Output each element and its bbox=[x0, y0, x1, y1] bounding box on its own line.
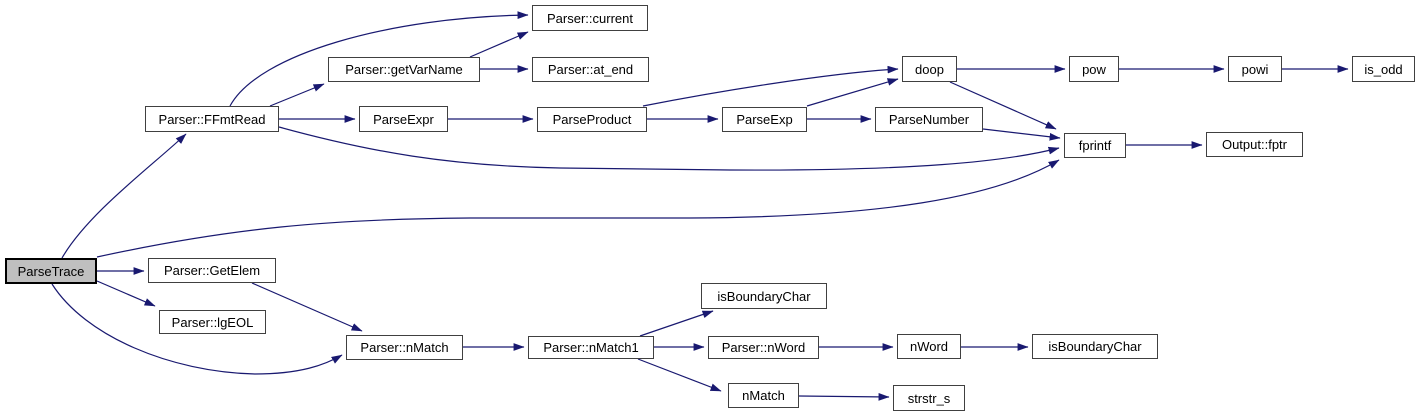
edge-getvarname-current bbox=[469, 31, 529, 58]
node-parsenumber[interactable]: ParseNumber bbox=[875, 107, 983, 132]
node-powi[interactable]: powi bbox=[1228, 56, 1282, 82]
node-parsetrace[interactable]: ParseTrace bbox=[5, 258, 97, 284]
node-doop[interactable]: doop bbox=[902, 56, 957, 82]
edge-ffmtread-current bbox=[229, 11, 529, 107]
edge-parsetrace-ffmtread bbox=[61, 133, 187, 259]
node-isboundary1[interactable]: isBoundaryChar bbox=[701, 283, 827, 309]
node-lgeol[interactable]: Parser::lgEOL bbox=[159, 310, 266, 334]
node-isboundary2[interactable]: isBoundaryChar bbox=[1032, 334, 1158, 359]
node-nword[interactable]: nWord bbox=[897, 334, 961, 359]
node-pow[interactable]: pow bbox=[1069, 56, 1119, 82]
node-outputfptr[interactable]: Output::fptr bbox=[1206, 132, 1303, 157]
node-nmatch2[interactable]: nMatch bbox=[728, 383, 799, 408]
node-getvarname[interactable]: Parser::getVarName bbox=[328, 57, 480, 82]
node-parsernword[interactable]: Parser::nWord bbox=[708, 336, 819, 359]
edge-getelem-nmatch bbox=[251, 282, 363, 332]
edge-parseproduct-doop bbox=[642, 65, 899, 107]
edge-nmatch1-isboundary1 bbox=[639, 310, 714, 337]
node-isodd[interactable]: is_odd bbox=[1352, 56, 1415, 82]
node-parseexpr[interactable]: ParseExpr bbox=[359, 106, 448, 132]
node-parseexp[interactable]: ParseExp bbox=[722, 107, 807, 132]
node-current[interactable]: Parser::current bbox=[532, 5, 648, 31]
node-ffmtread[interactable]: Parser::FFmtRead bbox=[145, 106, 279, 132]
edge-parsenumber-fprintf bbox=[982, 128, 1061, 141]
edge-ffmtread-fprintf bbox=[278, 126, 1060, 171]
edge-parseexp-doop bbox=[806, 78, 899, 107]
node-strstrs[interactable]: strstr_s bbox=[893, 385, 965, 411]
node-parseproduct[interactable]: ParseProduct bbox=[537, 107, 647, 132]
edge-parsetrace-lgeol bbox=[96, 280, 156, 307]
node-atend[interactable]: Parser::at_end bbox=[532, 57, 649, 82]
edge-nmatch1-nmatch2 bbox=[637, 358, 722, 392]
node-getelem[interactable]: Parser::GetElem bbox=[148, 258, 276, 283]
edge-ffmtread-getvarname bbox=[269, 83, 325, 107]
edge-parsetrace-nmatch bbox=[51, 283, 343, 375]
node-nmatch[interactable]: Parser::nMatch bbox=[346, 335, 463, 360]
edge-doop-fprintf bbox=[949, 81, 1057, 130]
edge-nmatch2-strstrs bbox=[798, 393, 890, 401]
node-nmatch1[interactable]: Parser::nMatch1 bbox=[528, 336, 654, 359]
edge-parsetrace-fprintf bbox=[96, 159, 1060, 258]
node-fprintf[interactable]: fprintf bbox=[1064, 133, 1126, 158]
